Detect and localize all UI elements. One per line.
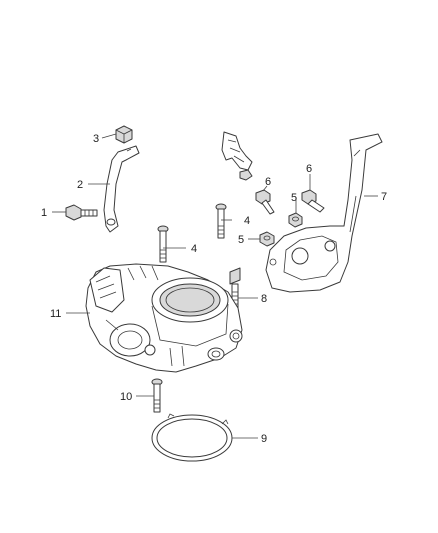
callout-6a: 6: [265, 176, 271, 188]
stud-bolt-part: [65, 204, 98, 221]
nut-part-5a: [288, 212, 303, 228]
callout-5a: 5: [291, 192, 297, 204]
clip-nut-part: [115, 125, 133, 144]
callout-8: 8: [261, 293, 267, 305]
callout-3: 3: [93, 133, 99, 145]
leader-6a: [262, 185, 268, 192]
gasket-ring-part: [151, 413, 233, 462]
bracket-strap-part: [103, 145, 140, 233]
leader-lines: [52, 133, 378, 439]
mounting-bracket-part: [265, 133, 383, 293]
callout-6b: 6: [306, 163, 312, 175]
callout-1: 1: [41, 207, 47, 219]
callout-5b: 5: [238, 234, 244, 246]
bolt-part-4-lower: [157, 225, 169, 263]
callout-10: 10: [120, 391, 132, 403]
callout-2: 2: [77, 179, 83, 191]
throttle-body-part: [85, 263, 243, 373]
callout-4a: 4: [244, 215, 250, 227]
callout-7: 7: [381, 191, 387, 203]
bolt-part-6a: [255, 189, 275, 215]
leader-3: [101, 133, 117, 139]
callout-labels: 1 2 3 4 4 5 5 6 6 7 8 9 10 11: [41, 133, 387, 445]
callout-4b: 4: [191, 243, 197, 255]
callout-11: 11: [50, 308, 61, 320]
bolt-part-10: [151, 378, 163, 413]
bolt-part-4-upper: [215, 203, 227, 239]
bolt-part-6b: [301, 189, 325, 213]
callout-9: 9: [261, 433, 267, 445]
nut-part-5b: [259, 231, 275, 247]
connector-clip-part: [221, 131, 253, 181]
